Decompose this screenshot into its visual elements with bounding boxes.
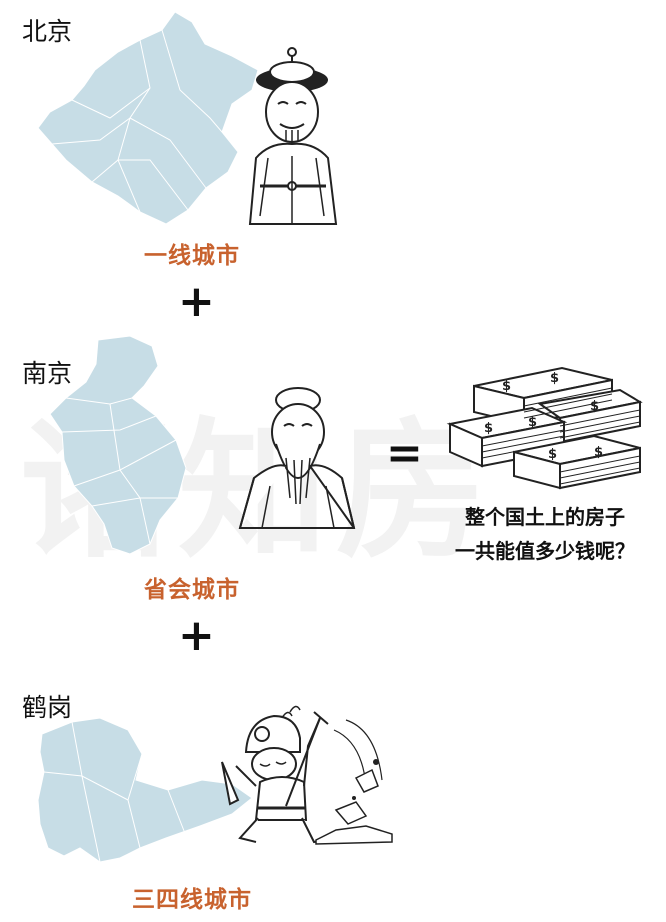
- city-label-beijing: 北京: [22, 17, 73, 46]
- question-line-1: 整个国土上的房子: [465, 505, 625, 529]
- tier-label-provincial-capital: 省会城市: [144, 577, 240, 603]
- city-label-nanjing: 南京: [22, 359, 73, 388]
- svg-text:$: $: [550, 371, 559, 386]
- city-label-hegang: 鹤岗: [22, 693, 73, 722]
- tier-label-first-tier: 一线城市: [144, 243, 240, 269]
- svg-text:$: $: [528, 415, 537, 430]
- money-stack-icon: $ $ $ $ $ $ $: [446, 366, 643, 490]
- tier-label-third-fourth-tier: 三四线城市: [132, 887, 252, 913]
- equals-sign: =: [386, 428, 423, 479]
- plus-sign-2: +: [178, 610, 215, 661]
- svg-text:$: $: [484, 421, 493, 436]
- confucius-icon: [238, 387, 356, 529]
- emperor-icon: [248, 47, 338, 225]
- dollar-sign-icon: $ $ $ $ $ $ $: [484, 371, 603, 462]
- question-line-2: 一共能值多少钱呢？: [455, 539, 635, 563]
- svg-text:$: $: [590, 399, 599, 414]
- plus-sign-1: +: [178, 276, 215, 327]
- question-text: 整个国土上的房子 一共能值多少钱呢？: [440, 500, 650, 568]
- svg-text:$: $: [594, 445, 603, 460]
- svg-text:$: $: [502, 379, 511, 394]
- miner-icon: [221, 705, 393, 845]
- svg-text:$: $: [548, 447, 557, 462]
